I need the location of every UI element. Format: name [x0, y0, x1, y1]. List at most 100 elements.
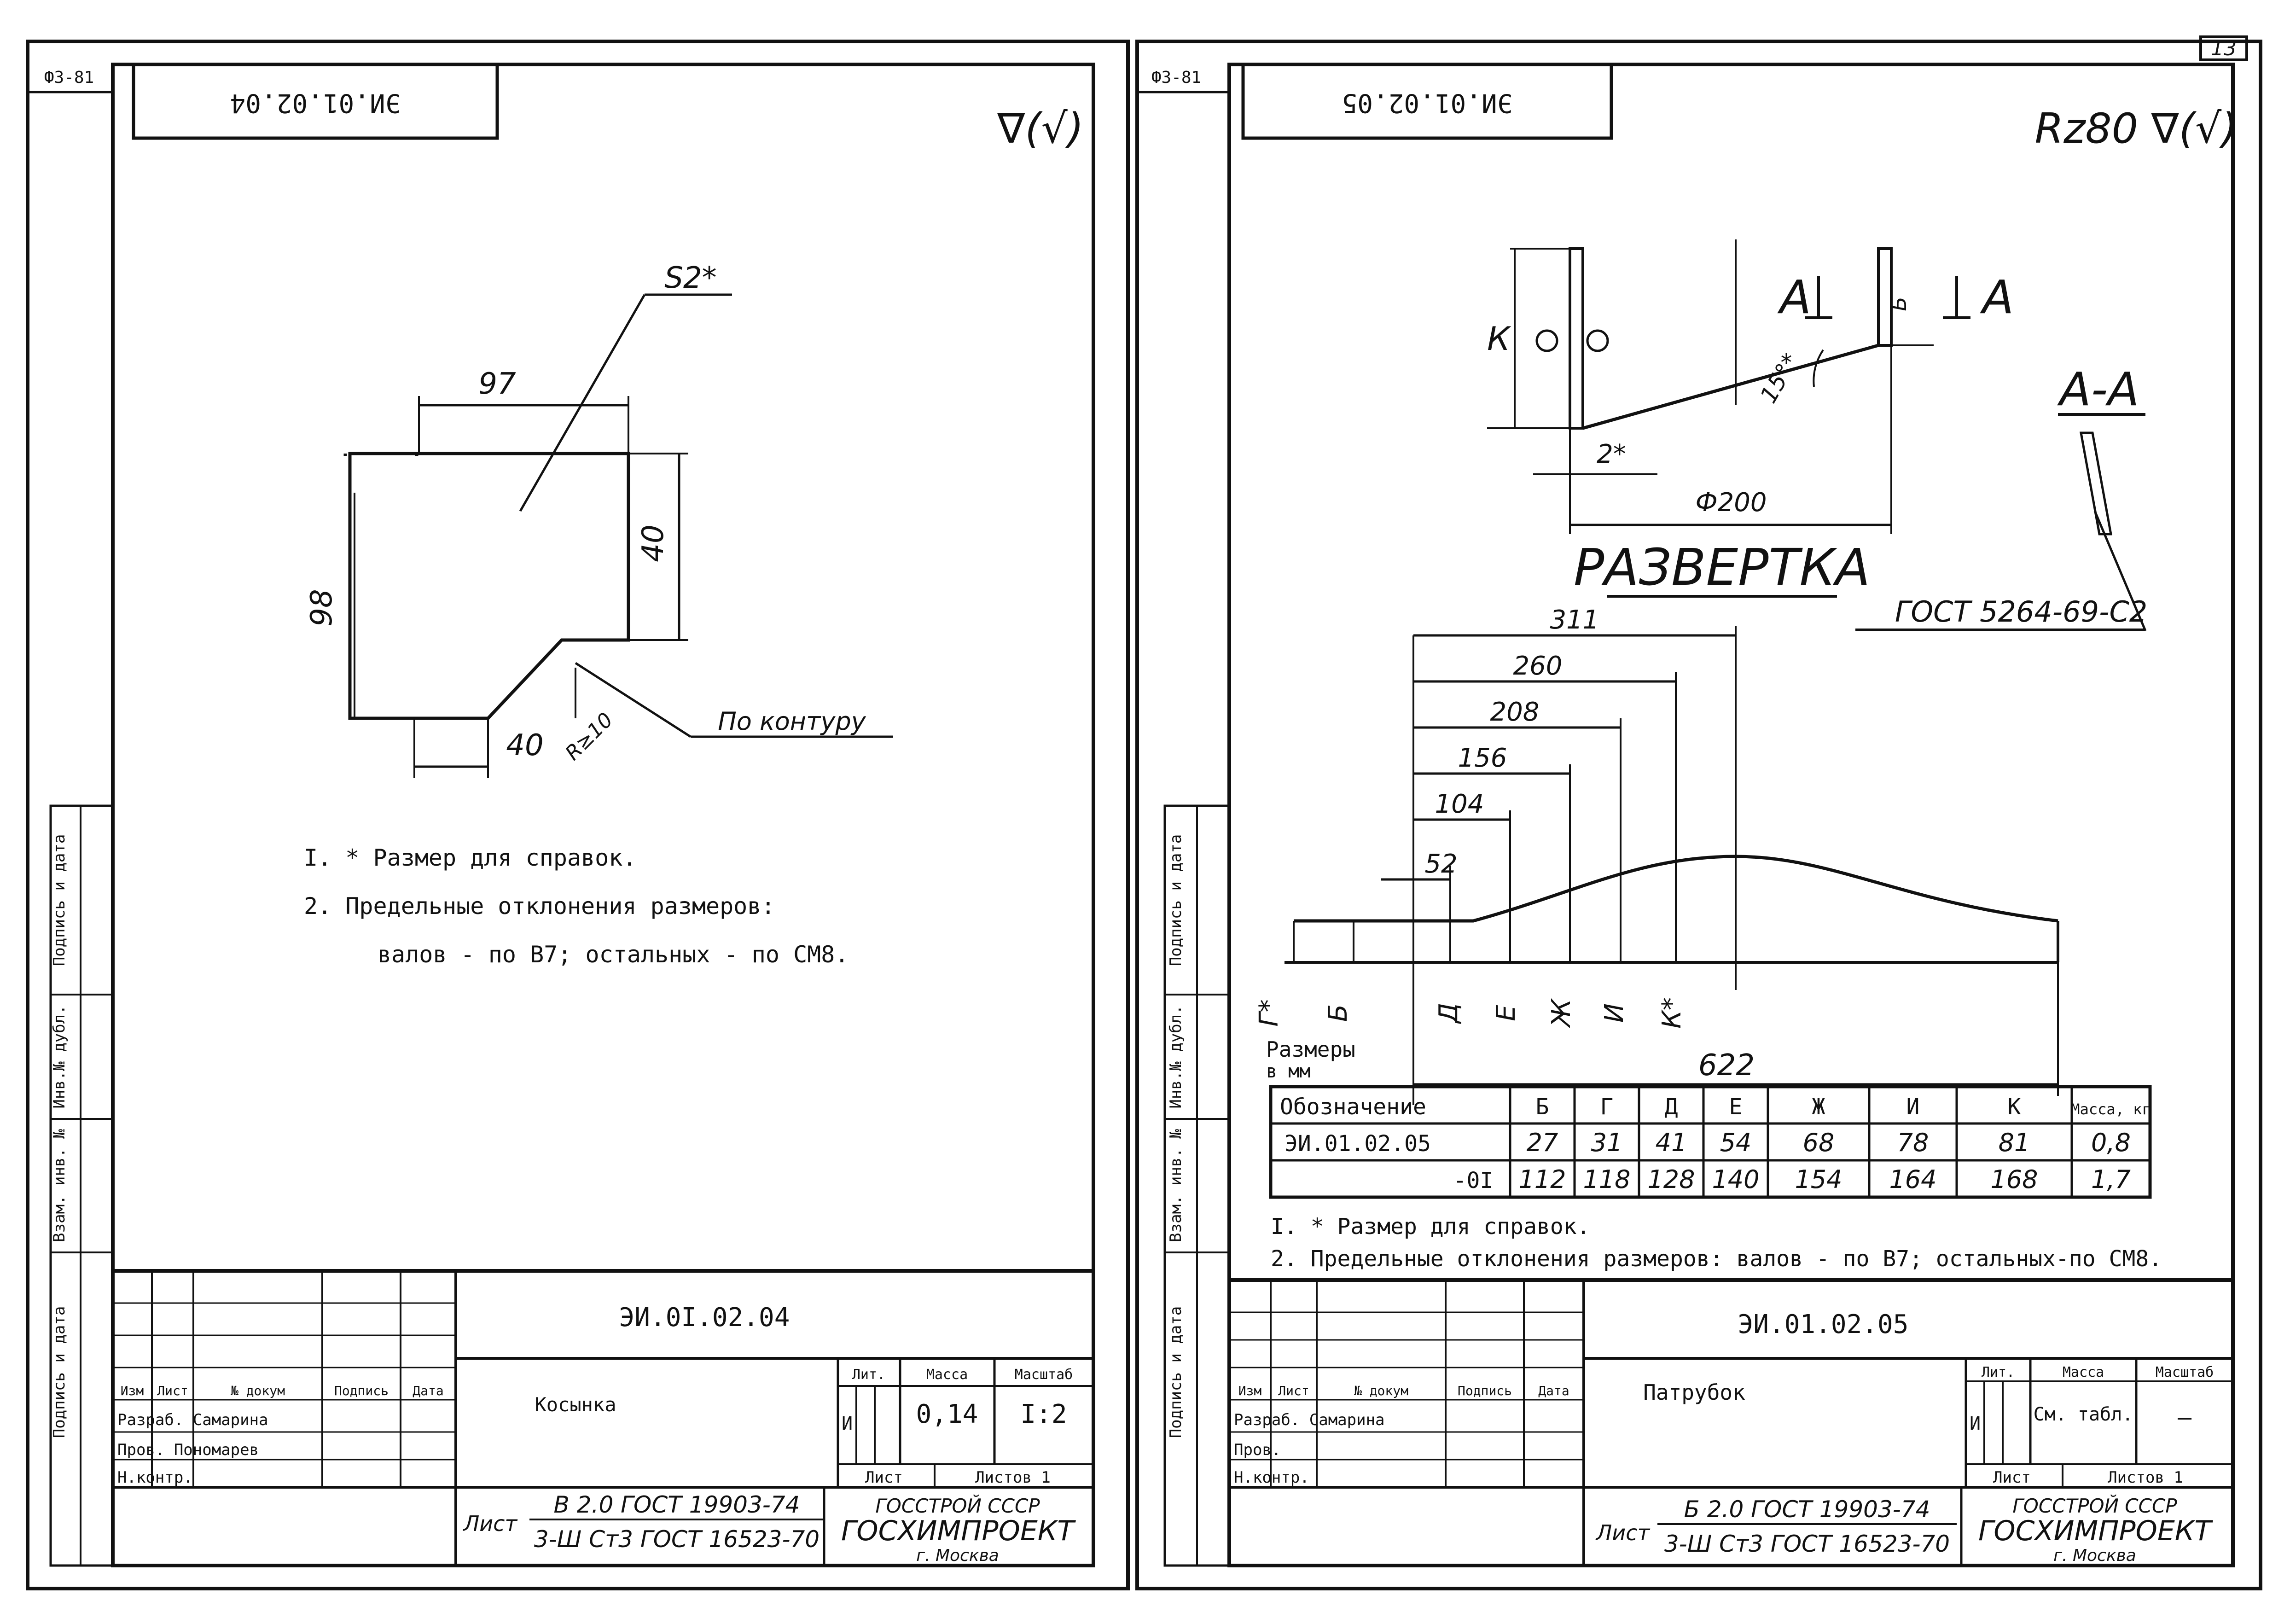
left-scale-label: Масштаб: [1015, 1367, 1073, 1383]
right-mass-value: См. табл.: [2034, 1404, 2133, 1425]
section-profile: [2080, 431, 2112, 536]
left-lit-label: Лит.: [852, 1367, 885, 1383]
pipe-elevation: К Б А А 15°* 2* Ф200: [1487, 239, 2014, 534]
dim-98: 98: [305, 589, 339, 626]
right-row-prov: Пров.: [1234, 1441, 1281, 1459]
vert-label-e: Е: [1491, 1005, 1521, 1021]
td-r1-b: 27: [1527, 1128, 1558, 1157]
td-r2-b: 112: [1518, 1165, 1566, 1194]
vert-label-i: И: [1599, 1003, 1629, 1023]
vert-label-zh: Ж: [1546, 998, 1576, 1028]
right-outer-frame: [1135, 40, 2262, 1590]
left-side-label-4: Подпись и дата: [50, 1306, 69, 1438]
th-g: Г: [1600, 1094, 1614, 1120]
dim-radius: R≥10: [561, 708, 617, 765]
td-r1-g: 31: [1591, 1128, 1623, 1157]
right-hdr-list: Лист: [1278, 1383, 1309, 1398]
dim-311: 311: [1550, 605, 1599, 635]
unfold-drawing: 311 260 208 156 104 52 Г* Б Д Е Ж И К* 6…: [1254, 605, 2059, 1105]
unfold-title: РАЗВЕРТКА: [1574, 538, 1870, 597]
page-number: 13: [2211, 37, 2237, 60]
dim-97: 97: [478, 367, 516, 401]
vert-label-d: Д: [1434, 1003, 1464, 1024]
dim-40-right: 40: [636, 524, 670, 562]
vert-label-g: Г*: [1254, 999, 1284, 1026]
left-org-1: ГОССТРОЙ СССР: [875, 1494, 1040, 1517]
dim-622: 622: [1698, 1048, 1755, 1083]
left-side-label-3: Взам. инв. №: [50, 1129, 69, 1242]
left-top-stamp-box: [132, 63, 499, 140]
right-material-1: Б 2.0 ГОСТ 19903-74: [1684, 1496, 1930, 1523]
section-label: А-А: [2057, 362, 2139, 416]
right-roughness-icon: Rz80 ∇(√): [2035, 105, 2238, 153]
right-lit-label: Лит.: [1982, 1364, 2015, 1380]
th-k: К: [2008, 1094, 2021, 1120]
units-label-1: Размеры: [1266, 1037, 1355, 1062]
dim-k-top: К: [1487, 320, 1511, 358]
left-part-name: Косынка: [535, 1393, 616, 1416]
left-row-nkontr: Н.контр.: [117, 1468, 193, 1487]
right-org-3: г. Москва: [2053, 1546, 2136, 1565]
left-designation: ЭИ.0I.02.04: [619, 1303, 790, 1333]
right-scale-value: —: [2178, 1404, 2192, 1431]
section-arrow-a-left: А: [1777, 270, 1811, 324]
size-table: Обозначение Б Г Д Е Ж И К Масса, кг ЭИ.0…: [1269, 1085, 2152, 1199]
left-material-2: 3-Ш Ст3 ГОСТ 16523-70: [534, 1526, 820, 1553]
right-hdr-doc: № докум: [1354, 1383, 1408, 1398]
left-scale-value: I:2: [1020, 1399, 1067, 1429]
right-hdr-sign: Подпись: [1458, 1383, 1512, 1398]
dim-156: 156: [1458, 743, 1507, 773]
td-r1-mass: 0,8: [2091, 1128, 2131, 1157]
right-hdr-date: Дата: [1538, 1383, 1569, 1398]
left-org-2: ГОСХИМПРОЕКТ: [841, 1515, 1076, 1547]
right-list-word: Лист: [1595, 1520, 1651, 1545]
left-side-stamp: [49, 804, 114, 1567]
td-r1-zh: 68: [1803, 1128, 1835, 1157]
right-title-block: Изм Лист № докум Подпись Дата Разраб. Са…: [1227, 1278, 2235, 1567]
dim-gap: 2*: [1597, 439, 1626, 469]
units-label-2: в мм: [1266, 1061, 1310, 1082]
left-hdr-list: Лист: [157, 1383, 188, 1398]
gusset-shape: [348, 452, 630, 720]
right-corner-code: Ф3-81: [1151, 68, 1201, 87]
right-note-1: I. * Размер для справок.: [1271, 1214, 1590, 1240]
dim-52: 52: [1424, 849, 1457, 879]
gost-label: ГОСТ 5264-69-С2: [1895, 595, 2147, 629]
right-org-1: ГОССТРОЙ СССР: [2012, 1494, 2177, 1517]
td-r1-e: 54: [1720, 1128, 1752, 1157]
left-row-razrab: Разраб. Самарина: [117, 1411, 268, 1429]
right-note-2: 2. Предельные отклонения размеров: валов…: [1271, 1246, 2162, 1272]
left-outer-frame: [26, 40, 1130, 1590]
td-r2-mass: 1,7: [2091, 1165, 2131, 1194]
right-material-2: 3-Ш Ст3 ГОСТ 16523-70: [1664, 1531, 1950, 1557]
right-lit-value: И: [1970, 1413, 1981, 1434]
right-side-label-3: Взам. инв. №: [1167, 1129, 1185, 1242]
left-hdr-date: Дата: [413, 1383, 443, 1398]
td-r2-e: 140: [1712, 1165, 1759, 1194]
right-part-name: Патрубок: [1643, 1380, 1745, 1405]
left-material-1: В 2.0 ГОСТ 19903-74: [554, 1491, 800, 1518]
left-org-3: г. Москва: [916, 1546, 999, 1565]
dim-208: 208: [1490, 697, 1540, 727]
th-b: Б: [1536, 1094, 1549, 1120]
right-sheet-label: Лист: [1993, 1468, 2031, 1487]
left-list-word: Лист: [463, 1511, 518, 1536]
left-hdr-doc: № докум: [231, 1383, 285, 1398]
left-note-3: валов - по В7; остальных - по СМ8.: [378, 941, 849, 968]
left-mass-label: Масса: [926, 1367, 968, 1383]
left-sheet-label: Лист: [865, 1468, 903, 1487]
section-arrow-a-right: А: [1980, 270, 2014, 324]
left-title-block: Изм Лист № докум Подпись Дата Разраб. Са…: [111, 1269, 1095, 1567]
th-zh: Ж: [1812, 1094, 1825, 1120]
td-r2-designation: -0I: [1453, 1168, 1494, 1193]
th-e: Е: [1729, 1094, 1743, 1120]
right-side-label-2: Инв.№ дубл.: [1167, 1005, 1185, 1108]
right-top-stamp: ЭИ.01.02.05: [1342, 88, 1513, 118]
right-designation: ЭИ.01.02.05: [1738, 1310, 1909, 1339]
right-org-2: ГОСХИМПРОЕКТ: [1978, 1515, 2213, 1547]
vert-label-k: К*: [1657, 997, 1687, 1029]
td-r2-i: 164: [1889, 1165, 1936, 1194]
left-corner-code: Ф3-81: [44, 68, 94, 87]
td-r1-i: 78: [1897, 1128, 1929, 1157]
th-mass: Масса, кг: [2071, 1100, 2151, 1118]
